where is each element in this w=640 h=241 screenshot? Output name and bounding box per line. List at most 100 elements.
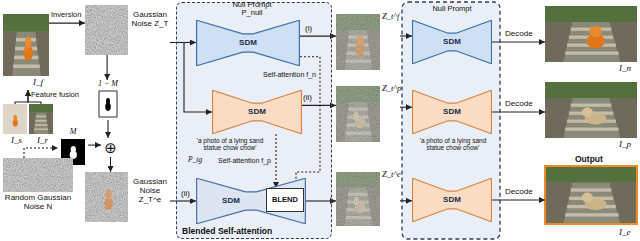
edge-label: Inversion [51,11,81,19]
mask-node: 1 − M [92,80,124,120]
group-region: Blended Self-attention SDM SDM SDM BLEND [176,2,332,239]
node-label: I_e [619,227,631,237]
node-label: I_s [11,135,22,145]
connector [492,199,545,200]
node-label: 1 − M [92,80,124,89]
symbol-text: ⊕ [104,140,117,155]
latent-picture [336,86,380,142]
annotation-label: 'a photo of a lying sand statue chow cho… [410,137,496,152]
edge-label: (ii) [303,94,312,103]
output-frame [545,166,637,224]
connector [400,35,412,36]
output-node: I_n [545,6,637,74]
edge-label: Decode [505,188,533,197]
sdm-network: SDM [196,20,300,66]
mask-node: M [58,128,88,166]
connector [107,55,108,80]
output-node: OutputI_e [545,155,637,239]
connector [15,90,28,104]
edge-label: (i) [305,25,312,34]
edge-label: Self-attention f_n [246,71,316,79]
noise-picture [85,5,128,55]
node-label: I_r [37,135,48,145]
node-label: Z_t^f [382,12,399,22]
sdm-network: SDM [412,20,492,64]
latent-node: Z_t^e [336,170,400,226]
connector [110,157,111,172]
latent-node: Z_t^f [336,12,400,72]
sdm-label: SDM [239,39,257,48]
node-label: I_p [619,139,631,149]
output-picture [545,82,637,138]
mask-silhouette [105,98,111,111]
output-statue [582,193,607,210]
latent-picture [336,172,380,226]
output-picture [545,166,637,224]
noise-node: Random Gaussian Noise N [3,158,73,220]
edge-label: Feature fusion [31,91,79,99]
connector [107,120,108,138]
node-label: M [58,128,88,137]
connector [400,107,412,108]
latent-noise [336,86,380,142]
annotation-label: Null Prompt [420,5,484,13]
annotation-label: 'a photo of a lying sand statue chow cho… [190,137,270,152]
sdm-shape [412,178,491,221]
latent-noise [336,172,380,226]
annotation-label: P_tg [188,156,202,164]
edge-label: Decode [505,30,533,39]
photo-source [3,104,27,134]
mask-silhouette [70,146,77,159]
region-ground [176,2,332,239]
sdm-network: SDM [412,178,492,222]
sdm-label: SDM [443,196,461,205]
connector [302,105,336,106]
photo-dog [24,36,33,61]
node-label: I_n [619,63,631,73]
sdm-label: SDM [222,197,240,206]
noise-picture [3,158,73,192]
sdm-shape [197,178,306,223]
connector [300,36,336,37]
connector [400,200,412,201]
node-label: Gaussian Noise Z_T^e [130,178,170,205]
latent-picture [336,14,380,70]
image-node: I_r [29,104,53,144]
sdm-label: SDM [443,38,461,47]
sdm-shape [197,20,300,65]
region-title: Blended Self-attention [182,227,272,237]
sdm-network: SDM [212,90,302,134]
region-ground [402,2,500,239]
image-node: I_f [3,14,49,90]
noise-node: Gaussian Noise Z_T [85,5,170,55]
node-label: Random Gaussian Noise N [3,194,73,212]
sum-symbol: ⊕ [101,138,120,157]
connector [49,23,85,24]
edge-label: (ii) [180,190,191,199]
connector [170,42,196,43]
annotation-label: Null Prompt P_null [222,1,282,18]
sdm-shape [412,90,491,133]
latent-node: Z_t^p [336,84,400,142]
output-dog [586,26,604,48]
blend-box: BLEND [266,188,304,212]
edge-label: Self-attention f_p [205,157,271,165]
node-label: Z_t^e [382,170,401,180]
node-label: I_f [33,77,43,87]
connector [24,148,58,158]
noise-node: Gaussian Noise Z_T^e [85,172,170,222]
photo-reference [29,104,53,134]
output-node: I_p [545,82,637,150]
connector [170,200,196,201]
connector [275,134,276,188]
sdm-network: SDM [412,90,492,134]
mask-picture [99,91,117,117]
sdm-shape [213,90,302,133]
blend-label: BLEND [272,196,298,204]
node-label: Gaussian Noise Z_T [130,11,170,29]
connector [492,41,545,42]
photo [3,14,49,76]
node-label: Output [575,155,603,165]
